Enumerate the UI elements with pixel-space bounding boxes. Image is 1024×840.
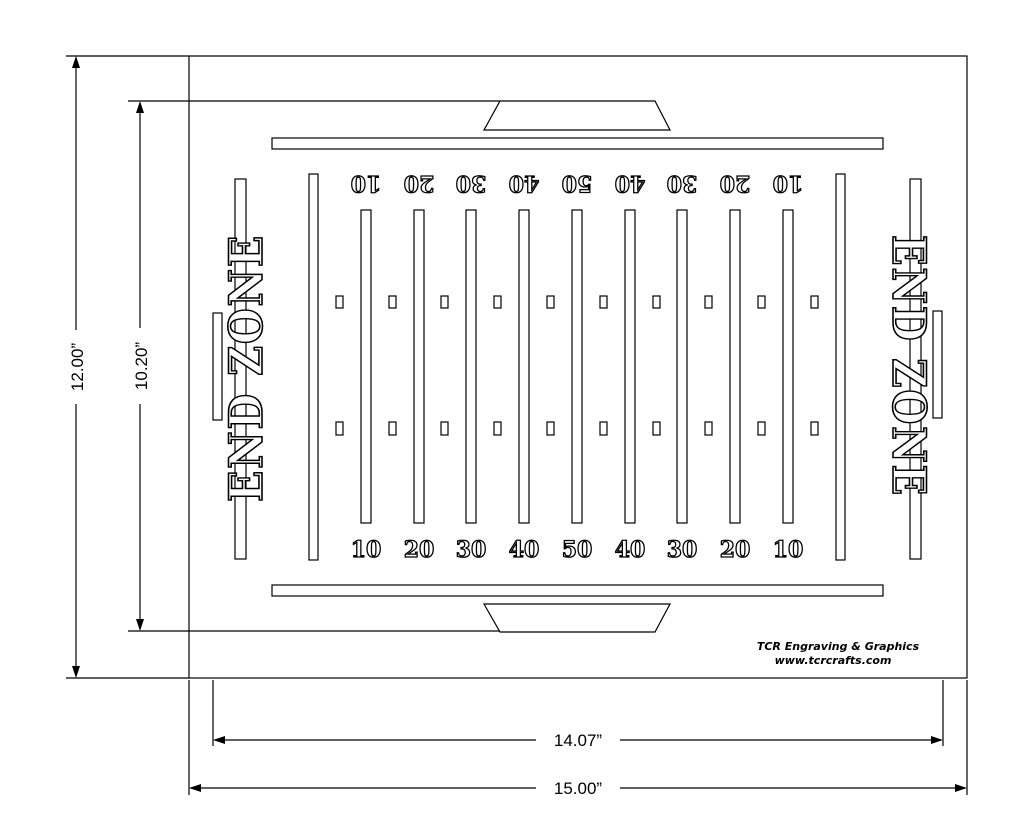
outer-board	[188, 55, 968, 679]
yard-line	[465, 209, 477, 524]
yard-number: 50	[562, 170, 593, 196]
company-website: www.tcrcrafts.com	[775, 654, 892, 667]
bottom-yard-numbers: 10 20 30 40 50 40 30 20 10	[350, 536, 804, 563]
right-goal-line	[835, 173, 846, 561]
bottom-sideline-slot	[271, 584, 884, 597]
yard-number: 20	[404, 537, 435, 563]
yard-line	[729, 209, 741, 524]
top-yard-numbers: 10 20 30 40 50 40 30 20 10	[350, 169, 804, 196]
bottom-notch	[482, 603, 672, 633]
yard-line	[676, 209, 688, 524]
right-outer-endline	[909, 178, 922, 560]
yard-number: 10	[773, 537, 804, 563]
left-end-zone-text: END ZONE	[219, 234, 273, 502]
yard-line	[571, 209, 583, 524]
outer-width-dimension: 15.00”	[188, 680, 968, 798]
left-short-slot	[212, 312, 223, 421]
left-outer-endline	[234, 178, 247, 560]
upper-hash-marks	[335, 295, 819, 309]
yard-number: 10	[351, 170, 382, 196]
outer-height-label: 12.00”	[68, 343, 87, 392]
yard-number: 20	[720, 170, 751, 196]
yard-number: 20	[720, 537, 751, 563]
lower-hash-marks	[335, 421, 819, 436]
yard-number: 30	[456, 537, 487, 563]
outer-width-label: 15.00”	[554, 779, 603, 798]
top-sideline-slot	[271, 137, 884, 150]
outer-height-dimension: 12.00”	[62, 55, 189, 679]
yard-number: 10	[351, 537, 382, 563]
inner-height-dimension: 10.20”	[126, 100, 500, 632]
yard-line	[360, 209, 372, 524]
yard-line	[624, 209, 636, 524]
yard-number: 50	[562, 537, 593, 563]
inner-width-label: 14.07”	[554, 731, 603, 750]
yard-line	[518, 209, 530, 524]
yard-number: 30	[667, 537, 698, 563]
yard-number: 40	[615, 170, 646, 196]
yard-line	[782, 209, 794, 524]
yard-number: 40	[509, 170, 540, 196]
left-goal-line	[308, 173, 319, 561]
inner-height-label: 10.20”	[132, 342, 151, 391]
top-notch	[482, 100, 671, 131]
yard-line	[413, 209, 425, 524]
yard-number: 40	[615, 537, 646, 563]
company-name: TCR Engraving & Graphics	[757, 640, 920, 653]
right-short-slot	[932, 310, 943, 419]
right-end-zone-text: END ZONE	[882, 235, 936, 497]
yard-number: 30	[667, 170, 698, 196]
yard-number: 20	[404, 170, 435, 196]
yard-number: 40	[509, 537, 540, 563]
yard-number: 30	[456, 170, 487, 196]
yard-number: 10	[773, 170, 804, 196]
inner-width-dimension: 14.07”	[212, 680, 944, 750]
